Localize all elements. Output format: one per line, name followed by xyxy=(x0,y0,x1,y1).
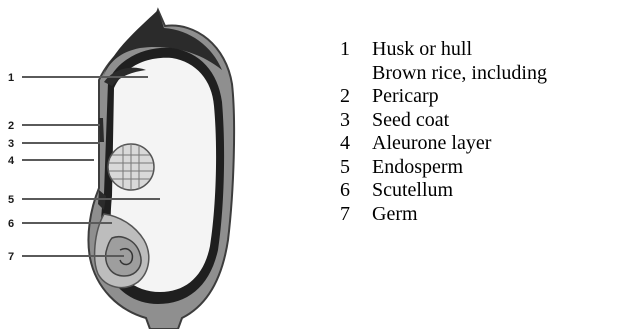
callout-number-4: 4 xyxy=(8,155,15,167)
callout-number-2: 2 xyxy=(8,120,14,132)
legend-label: Husk or hull xyxy=(372,38,472,62)
rice-grain-svg: 1 2 3 4 5 6 7 xyxy=(0,0,250,329)
legend-label: Aleurone layer xyxy=(372,132,491,156)
legend-number: 3 xyxy=(340,109,372,133)
legend-row: Brown rice, including xyxy=(340,62,547,86)
legend-number: 1 xyxy=(340,38,372,62)
callout-number-5: 5 xyxy=(8,194,14,206)
rice-grain-diagram: 1 2 3 4 5 6 7 xyxy=(0,0,250,329)
legend-label: Endosperm xyxy=(372,156,463,180)
legend-label: Pericarp xyxy=(372,85,439,109)
legend-number: 6 xyxy=(340,179,372,203)
legend-label: Brown rice, including xyxy=(372,62,547,86)
callout-number-6: 6 xyxy=(8,218,14,230)
legend-label: Scutellum xyxy=(372,179,453,203)
aleurone-cell-detail xyxy=(108,144,154,190)
callout-number-1: 1 xyxy=(8,72,14,84)
callout-number-7: 7 xyxy=(8,251,14,263)
legend-number: 2 xyxy=(340,85,372,109)
legend-number: 7 xyxy=(340,203,372,227)
legend-label: Germ xyxy=(372,203,418,227)
legend-number: 5 xyxy=(340,156,372,180)
callout-number-3: 3 xyxy=(8,138,14,150)
legend-number: 4 xyxy=(340,132,372,156)
legend-label: Seed coat xyxy=(372,109,449,133)
